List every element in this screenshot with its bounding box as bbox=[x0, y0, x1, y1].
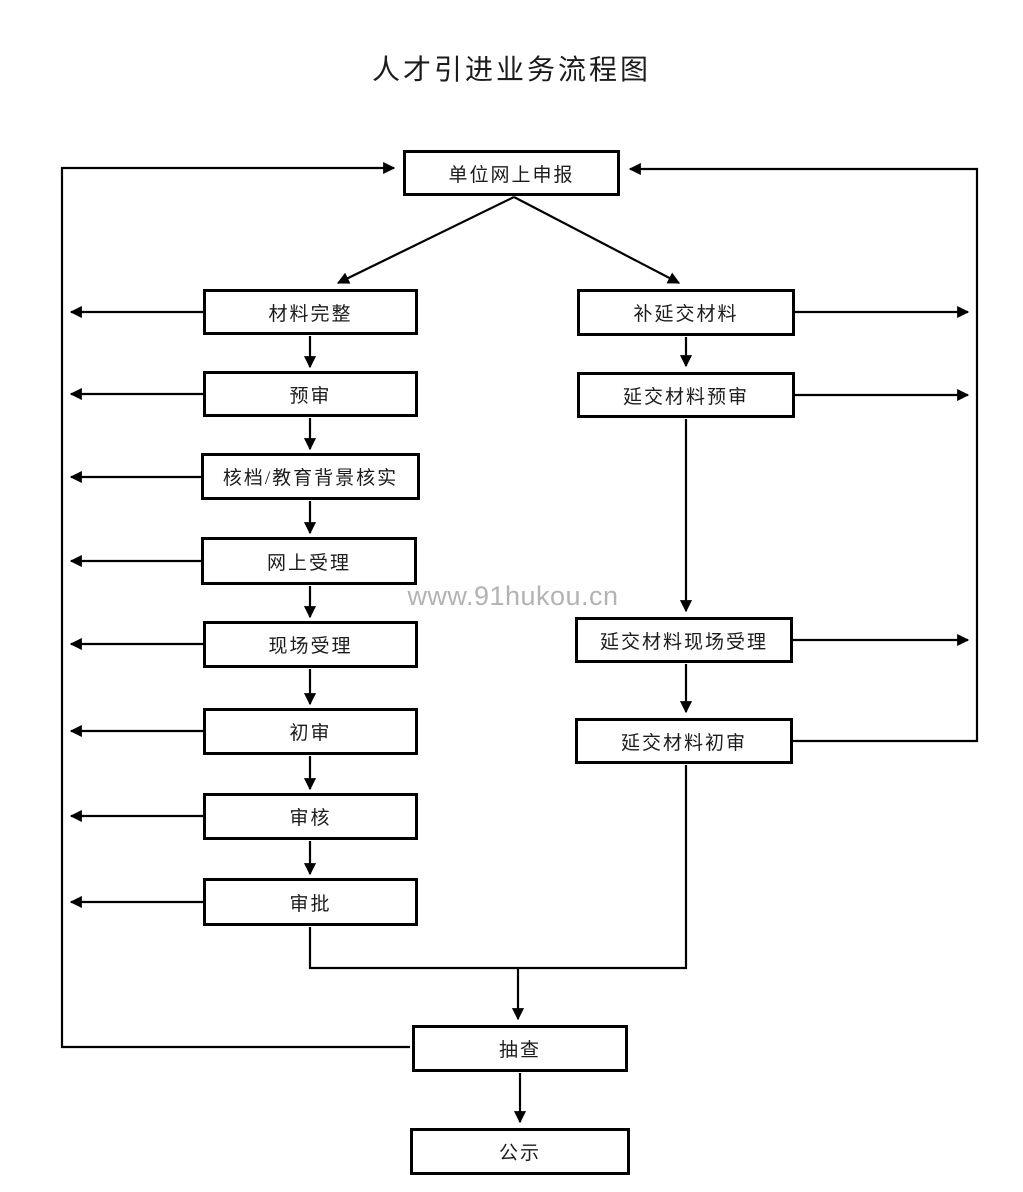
node-late-first-review: 延交材料初审 bbox=[575, 718, 793, 764]
node-pre-review: 预审 bbox=[203, 371, 418, 417]
node-late-pre-review: 延交材料预审 bbox=[577, 372, 795, 418]
node-review: 审核 bbox=[203, 793, 418, 840]
node-material-complete: 材料完整 bbox=[203, 289, 418, 335]
edge-declare-to-complete bbox=[336, 196, 515, 284]
page-title: 人才引进业务流程图 bbox=[371, 55, 651, 86]
node-approval: 审批 bbox=[203, 878, 418, 926]
node-supplement-materials: 补延交材料 bbox=[577, 289, 795, 336]
edge-merge-line bbox=[308, 765, 688, 970]
edge-declare-to-supplement bbox=[513, 196, 681, 284]
node-publicity: 公示 bbox=[410, 1128, 630, 1175]
node-archive-check: 核档/教育背景核实 bbox=[201, 453, 420, 500]
edge-right-collector bbox=[628, 162, 979, 743]
node-spot-check: 抽查 bbox=[412, 1025, 628, 1072]
watermark-text: www.91hukou.cn bbox=[407, 581, 619, 611]
node-late-onsite-acceptance: 延交材料现场受理 bbox=[575, 617, 793, 663]
edge-left-collector bbox=[60, 161, 410, 1049]
node-onsite-acceptance: 现场受理 bbox=[203, 621, 418, 668]
node-online-acceptance: 网上受理 bbox=[201, 537, 417, 585]
node-online-declare: 单位网上申报 bbox=[403, 150, 620, 196]
node-first-review: 初审 bbox=[203, 708, 418, 755]
